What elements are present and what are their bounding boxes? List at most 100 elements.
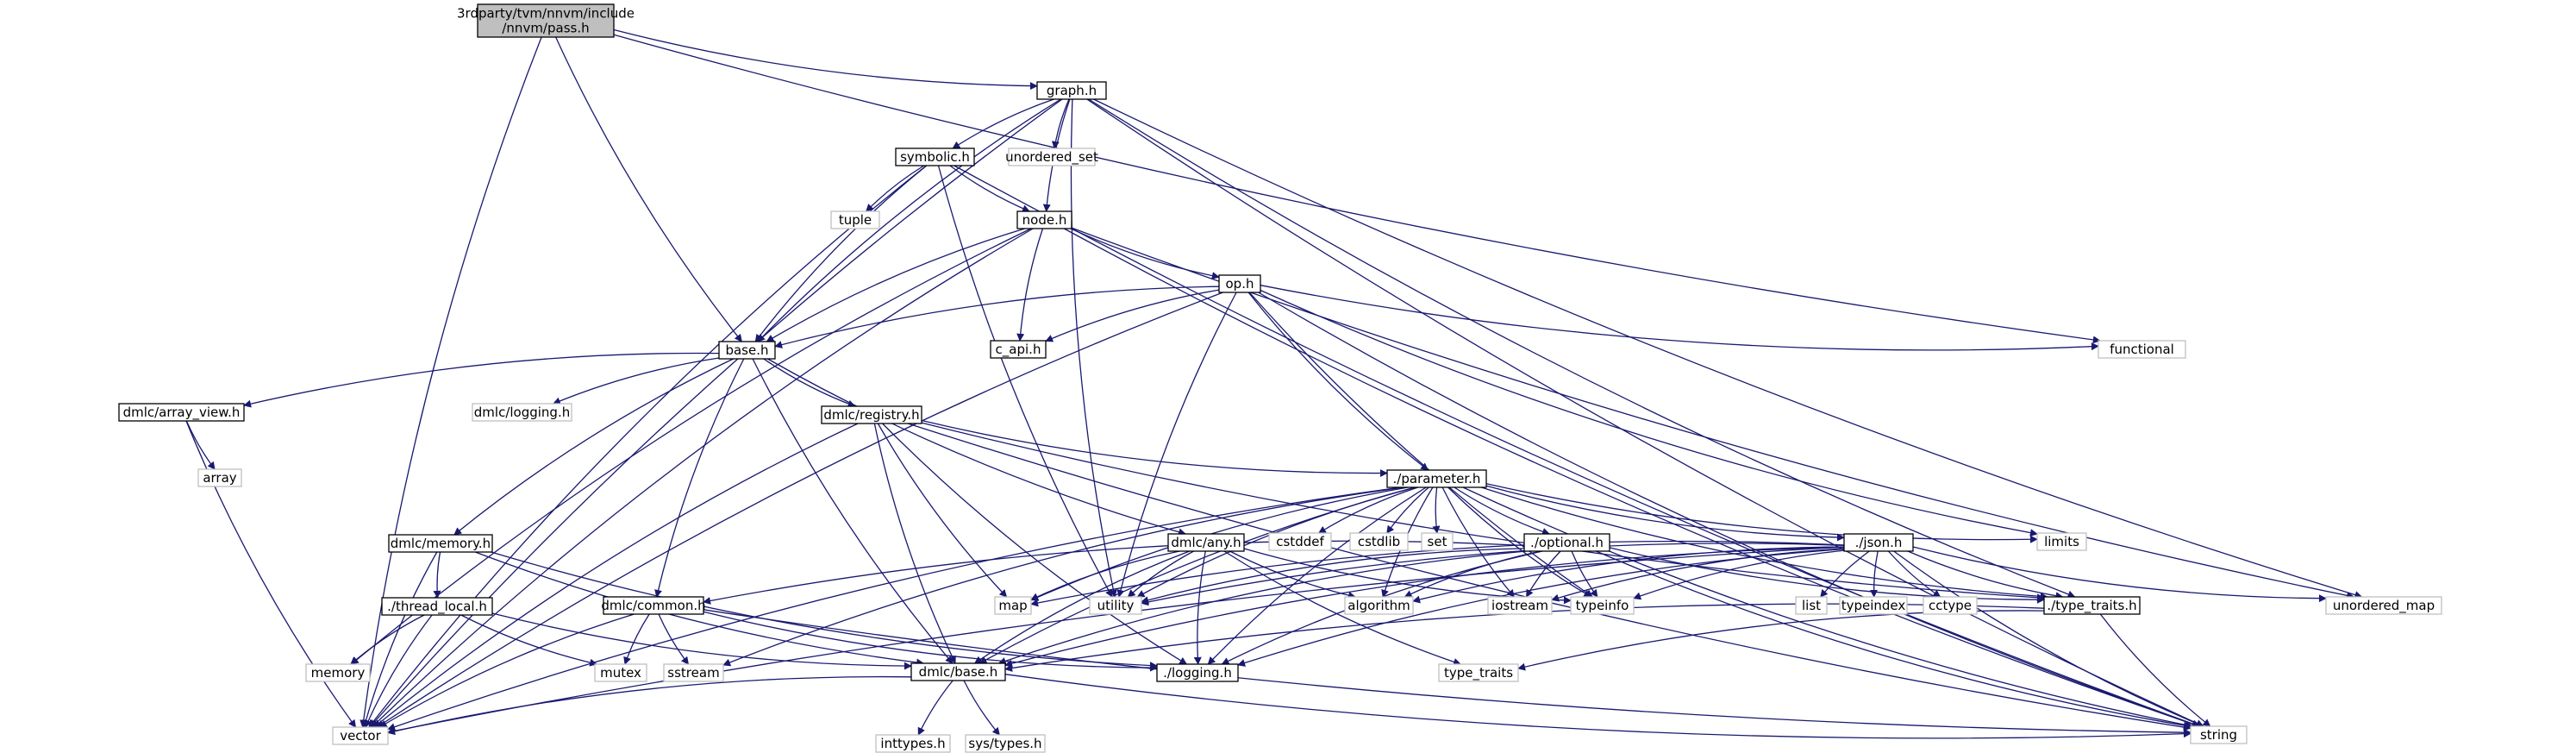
edge-op-to-typeinfo [1248, 292, 1593, 598]
node-mutex: mutex [594, 663, 647, 682]
edge-graph-to-vector [369, 98, 1063, 728]
node-box [2036, 532, 2087, 551]
edge-graph-to-base [757, 98, 1061, 342]
node-label: limits [2044, 534, 2079, 549]
node-box [1218, 274, 1261, 293]
node-box [1016, 210, 1072, 229]
node-box [1386, 469, 1487, 488]
node-pass[interactable]: 3rdparty/tvm/nnvm/include/nnvm/pass.h [457, 3, 635, 38]
edge-any-to-algorithm [1229, 550, 1356, 599]
edge-common-to-logging [703, 611, 1158, 672]
node-any[interactable]: dmlc/any.h [1167, 533, 1245, 552]
node-vector: vector [332, 726, 389, 745]
edge-json-to-vector [387, 546, 1845, 735]
node-utility: utility [1089, 596, 1142, 615]
node-inttypes: inttypes.h [875, 734, 951, 753]
node-box [332, 726, 389, 745]
edge-memory_h-to-thread_local [433, 551, 441, 599]
edge-optional-to-dmlc_base [997, 550, 1527, 665]
edge-parameter-to-vector [387, 486, 1401, 731]
node-node[interactable]: node.h [1016, 210, 1072, 229]
edge-pass-to-graph [613, 28, 1038, 91]
edge-op-to-limits [1260, 289, 2038, 537]
edge-base-to-registry [763, 358, 856, 408]
node-label: symbolic.h [900, 149, 970, 165]
edge-type_traits_h-to-type_traits [1517, 610, 2045, 671]
edge-common-to-mutex [623, 613, 650, 665]
node-box [381, 597, 493, 616]
node-functional: functional [2098, 340, 2186, 359]
node-common[interactable]: dmlc/common.h [601, 596, 706, 615]
edge-node-to-base [766, 228, 1025, 342]
node-type-traits: type_traits [1438, 663, 1519, 682]
edge-json-to-cctype [1887, 550, 1941, 598]
edge-json-to-iostream [1551, 548, 1845, 602]
node-cstdlib: cstdlib [1349, 532, 1409, 551]
edge-parameter-to-limits [1485, 483, 2038, 543]
node-op[interactable]: op.h [1218, 274, 1261, 293]
node-label: unordered_set [1005, 149, 1098, 166]
node-box [197, 468, 242, 487]
edge-graph-to-string [1086, 98, 2204, 727]
node-graph[interactable]: graph.h [1036, 81, 1107, 100]
node-box [965, 734, 1046, 753]
edge-json-to-list [1820, 550, 1870, 598]
node-string: string [2190, 725, 2248, 744]
node-c-api[interactable]: c_api.h [990, 340, 1047, 359]
edge-op-to-functional [1260, 285, 2099, 351]
node-thread-local[interactable]: ./thread_local.h [381, 597, 493, 616]
node-label: 3rdparty/tvm/nnvm/include [457, 6, 635, 22]
node-memory-h[interactable]: dmlc/memory.h [388, 534, 493, 553]
node-label: vector [340, 728, 381, 744]
node-label: dmlc/any.h [1171, 535, 1241, 550]
node-label: node.h [1022, 212, 1067, 228]
edge-memory_h-to-logging [491, 551, 1158, 670]
node-box [910, 662, 1006, 681]
node-box [1008, 147, 1096, 166]
edge-parameter-to-typeinfo [1447, 486, 1592, 598]
edge-node-to-op [1070, 228, 1220, 280]
edge-symbolic-to-node [949, 165, 1030, 212]
node-json[interactable]: ./json.h [1843, 533, 1914, 552]
node-base[interactable]: base.h [718, 341, 776, 360]
node-logging[interactable]: ./logging.h [1156, 663, 1239, 682]
node-symbolic[interactable]: symbolic.h [895, 147, 975, 166]
edge-thread_local-to-dmlc_base [491, 612, 912, 670]
node-sys-types: sys/types.h [965, 734, 1046, 753]
node-box [2098, 340, 2186, 359]
edge-parameter-to-cstddef [1317, 486, 1418, 534]
node-box [2043, 596, 2141, 615]
node-cstddef: cstddef [1268, 532, 1332, 551]
edge-op-to-c_api [1045, 289, 1220, 342]
node-box [2325, 596, 2442, 615]
edge-pass-to-functional [613, 34, 2101, 344]
node-label: base.h [725, 342, 768, 358]
node-box [594, 663, 647, 682]
node-label: cctype [1929, 598, 1972, 613]
node-box [388, 534, 493, 553]
edge-op-to-base [774, 286, 1220, 348]
node-dmlc-base[interactable]: dmlc/base.h [910, 662, 1006, 681]
node-set: set [1421, 532, 1454, 551]
edge-node-to-string [1063, 228, 2200, 728]
node-label: inttypes.h [880, 736, 945, 751]
node-array: array [197, 468, 242, 487]
node-registry[interactable]: dmlc/registry.h [821, 405, 922, 424]
edge-optional-to-string [1596, 550, 2191, 730]
node-array-view[interactable]: dmlc/array_view.h [118, 403, 245, 422]
edge-op-to-utility [1116, 292, 1237, 598]
node-box [1344, 596, 1414, 615]
edge-node-to-vector [371, 228, 1034, 728]
node-label: mutex [600, 665, 641, 681]
node-optional[interactable]: ./optional.h [1523, 533, 1610, 552]
edge-dmlc_base-to-inttypes [917, 680, 953, 736]
edge-symbolic-to-utility [937, 165, 1113, 598]
edge-any-to-map [1030, 550, 1180, 600]
edge-graph-to-type_traits_h [1088, 98, 2076, 599]
edge-parameter-to-set [1432, 486, 1441, 534]
node-type-traits-h[interactable]: ./type_traits.h [2043, 596, 2141, 615]
node-box [1036, 81, 1107, 100]
edge-parameter-to-optional [1454, 486, 1550, 536]
node-parameter[interactable]: ./parameter.h [1386, 469, 1487, 488]
